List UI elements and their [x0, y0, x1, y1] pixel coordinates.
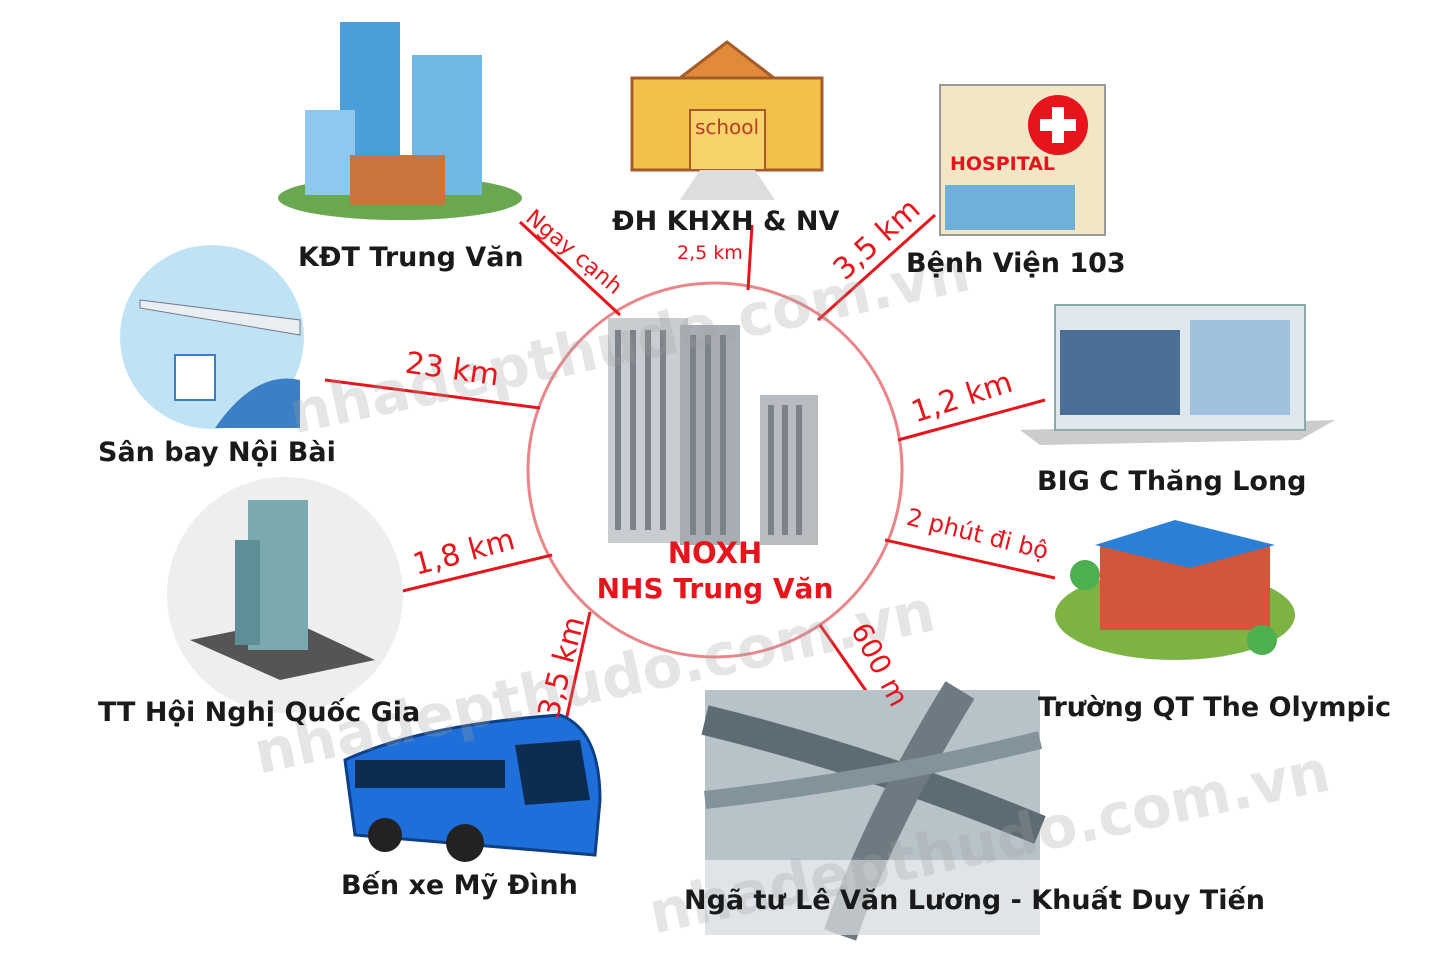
- line-dh-khxh: [746, 224, 754, 291]
- convention-center-icon: [167, 477, 403, 713]
- place-dh-khxh: ĐH KHXH & NV: [612, 206, 840, 237]
- school-icon: school: [630, 40, 824, 200]
- mall-building-icon: [1020, 304, 1335, 445]
- place-kdt-trung-van: KĐT Trung Văn: [298, 242, 524, 273]
- interchange-icon: [701, 681, 1046, 941]
- center-title: NOXH: [667, 536, 763, 570]
- line-benh-vien-103: [816, 213, 937, 322]
- place-big-c: BIG C Thăng Long: [1037, 466, 1307, 497]
- center-subtitle: NHS Trung Văn: [596, 572, 834, 605]
- svg-text:HOSPITAL: HOSPITAL: [950, 153, 1055, 175]
- hospital-icon: HOSPITAL: [939, 84, 1106, 236]
- place-nga-tu: Ngã tư Lê Văn Lương - Khuất Duy Tiến: [684, 885, 1265, 916]
- airplane-icon: [120, 245, 304, 429]
- svg-text:school: school: [695, 115, 759, 139]
- apartment-towers-icon: [608, 318, 818, 545]
- bus-icon: [343, 713, 602, 862]
- line-olympic: [884, 538, 1056, 580]
- place-ben-xe: Bến xe Mỹ Đình: [341, 870, 578, 901]
- line-big-c: [897, 398, 1046, 442]
- distance-dh-khxh: 2,5 km: [677, 242, 743, 264]
- place-hoi-nghi: TT Hội Nghị Quốc Gia: [98, 697, 421, 728]
- line-kdt-trung-van: [518, 220, 622, 317]
- place-san-bay: Sân bay Nội Bài: [98, 437, 336, 468]
- city-buildings-icon: [278, 22, 522, 220]
- line-ben-xe: [563, 611, 592, 726]
- place-olympic: Trường QT The Olympic: [1038, 692, 1392, 723]
- place-benh-vien-103: Bệnh Viện 103: [906, 248, 1126, 279]
- international-school-icon: [1055, 520, 1295, 660]
- line-san-bay: [324, 378, 541, 410]
